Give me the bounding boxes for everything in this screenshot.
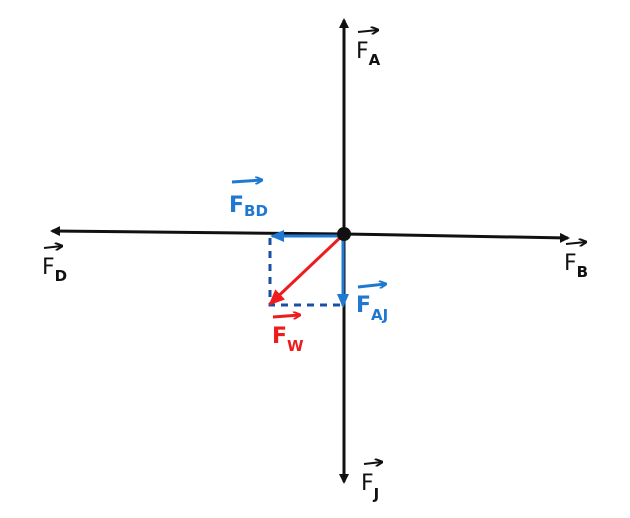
vector-arrow-icon	[565, 242, 586, 244]
label-sub: D	[55, 267, 67, 285]
vector-arrow-icon	[363, 462, 382, 464]
svg-text:FBD: FBD	[229, 193, 268, 220]
label-sub: AJ	[371, 306, 388, 324]
label-fb: FB	[564, 242, 588, 281]
vector-arrow-icon	[357, 30, 378, 32]
label-fj: FJ	[361, 462, 382, 503]
svg-text:FW: FW	[272, 324, 304, 355]
label-main: F	[42, 255, 55, 280]
vector-arrow-icon	[357, 284, 386, 287]
svg-text:FB: FB	[564, 251, 588, 281]
label-sub: B	[577, 263, 588, 281]
label-fd: FD	[42, 246, 67, 285]
vector-arrow-icon	[43, 246, 62, 248]
label-main: F	[356, 293, 371, 318]
label-main: F	[229, 193, 244, 218]
label-fa: FA	[356, 30, 381, 69]
label-faj: FAJ	[356, 284, 388, 324]
svg-text:FD: FD	[42, 255, 67, 285]
label-sub: J	[373, 485, 380, 503]
vector-arrow-icon	[272, 315, 300, 317]
label-main: F	[356, 39, 369, 64]
vector-arrow-icon	[231, 180, 262, 182]
label-fbd: FBD	[229, 180, 268, 220]
origin-point	[337, 227, 351, 241]
label-fw: FW	[272, 315, 304, 355]
svg-text:FAJ: FAJ	[356, 293, 388, 324]
svg-text:FA: FA	[356, 39, 381, 69]
force-w-resultant-arrow	[268, 232, 346, 306]
label-sub: BD	[244, 202, 268, 220]
label-main: F	[361, 471, 374, 496]
label-main: F	[272, 324, 287, 349]
force-b-arrow	[343, 232, 570, 243]
label-main: F	[564, 251, 577, 276]
force-d-arrow	[50, 226, 345, 237]
svg-text:FJ: FJ	[361, 471, 379, 503]
label-sub: W	[287, 337, 304, 355]
label-sub: A	[369, 51, 381, 69]
